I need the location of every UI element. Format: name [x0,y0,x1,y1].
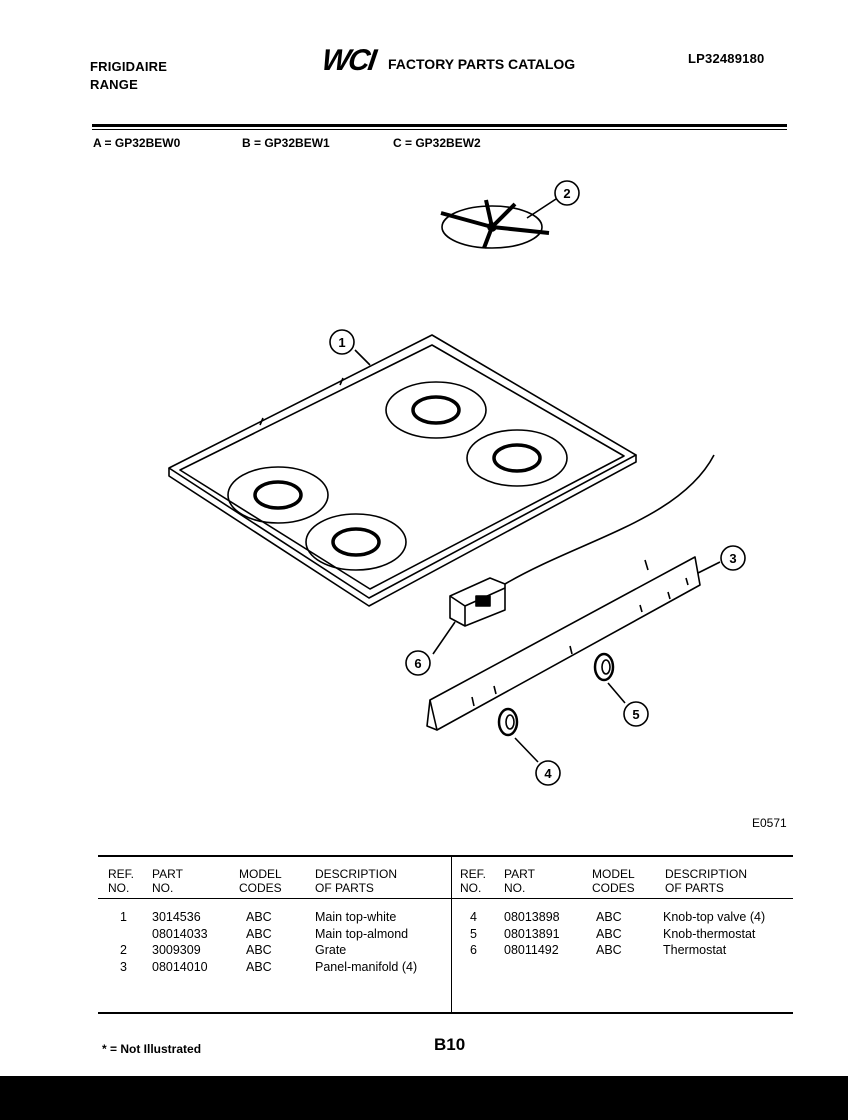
table-cell: Knob-thermostat [663,926,756,941]
catalog-title: FACTORY PARTS CATALOG [388,56,576,72]
header-rule [92,124,787,127]
table-cell: 08013898 [504,910,560,924]
left-codes-column: ABC ABC ABC ABC [246,909,272,975]
callout-label-2: 2 [563,186,570,201]
table-cell: 3 [120,959,127,974]
table-cell: 08013891 [504,926,560,941]
table-divider [451,857,452,1012]
header-ref: REF.NO. [108,867,135,895]
right-codes-column: ABC ABC ABC [596,909,622,959]
catalog-number: LP32489180 [688,51,765,66]
header-ref-right: REF.NO. [460,867,487,895]
table-cell: Main top-white [315,910,397,924]
model-code-a: A = GP32BEW0 [93,136,181,150]
table-cell: 6 [470,943,477,957]
table-cell: Knob-top valve (4) [663,910,766,924]
page-code: B10 [434,1035,466,1054]
table-top-rule [98,855,793,857]
table-cell: ABC [246,926,272,941]
table-cell: 5 [470,926,477,941]
table-cell: 08014010 [152,959,208,974]
table-cell: Grate [315,943,347,957]
brand-name: FRIGIDAIRE [90,59,168,74]
table-cell: Main top-almond [315,926,409,941]
table-cell: ABC [596,943,622,957]
table-cell: Panel-manifold (4) [315,959,418,974]
table-cell: 2 [120,943,127,957]
table-header-rule [98,898,793,899]
right-desc-column: Knob-top valve (4) Knob-thermostat Therm… [663,909,765,959]
table-cell: 4 [470,910,477,924]
thermostat-part [449,454,715,627]
table-cell: 08011492 [504,943,559,957]
callout-label-4: 4 [544,766,552,781]
callout-label-5: 5 [632,707,639,722]
table-cell [120,926,127,943]
parts-diagram: 2 1 3 4 5 6 [168,180,746,786]
table-cell: ABC [596,910,622,924]
right-ref-column: 4 5 6 [470,909,477,959]
model-code-c: C = GP32BEW2 [393,136,481,150]
table-cell: ABC [596,926,622,941]
figure-code: E0571 [752,816,787,830]
not-illustrated-note: * = Not Illustrated [102,1042,202,1056]
grate-part [440,199,550,249]
table-cell: 08014033 [152,926,208,941]
callout-label-6: 6 [414,656,421,671]
right-part-column: 08013898 08013891 08011492 [504,909,560,959]
table-cell: ABC [246,959,272,974]
table-cell: 3009309 [152,943,201,957]
panel-manifold-part [426,556,701,731]
table-cell: 1 [120,910,127,924]
header-rule-thin [92,129,787,130]
scan-border [0,1076,848,1120]
left-ref-column: 1 2 3 [120,909,127,975]
product-type: RANGE [90,77,138,92]
table-cell: ABC [246,943,272,957]
main-top-part [168,334,637,607]
table-cell: 3014536 [152,910,201,924]
table-cell: Thermostat [663,943,727,957]
model-code-b: B = GP32BEW1 [242,136,330,150]
table-cell: ABC [246,910,272,924]
callout-label-3: 3 [729,551,736,566]
table-bottom-rule [98,1012,793,1014]
knob-parts [497,652,615,737]
left-part-column: 3014536 08014033 3009309 08014010 [152,909,208,975]
callout-label-1: 1 [338,335,345,350]
left-desc-column: Main top-white Main top-almond Grate Pan… [315,909,417,975]
